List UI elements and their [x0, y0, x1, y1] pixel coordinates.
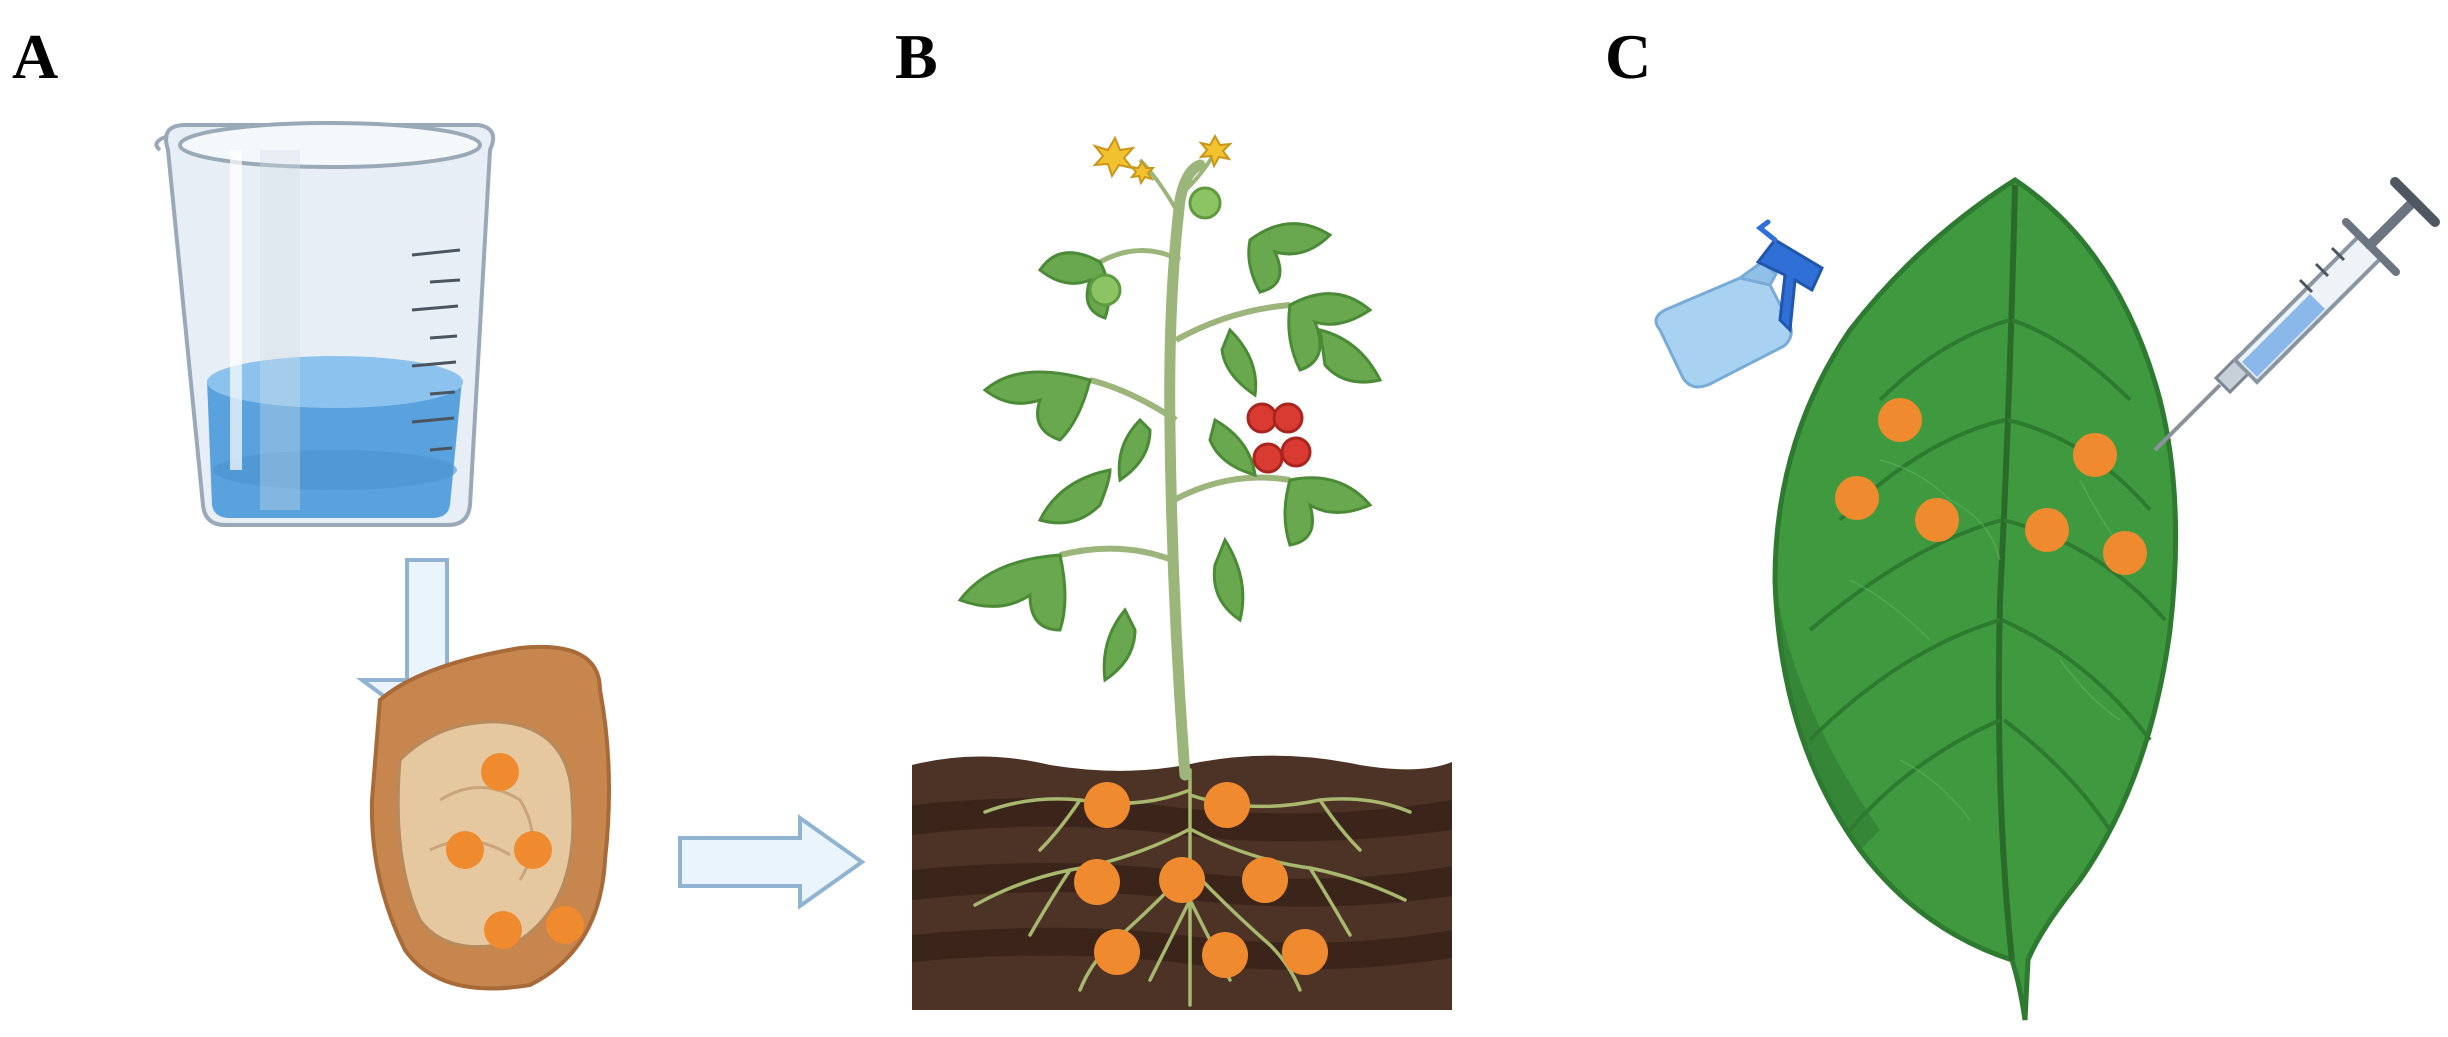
panel-b: B [895, 21, 1452, 1010]
root-spot [1159, 857, 1205, 903]
syringe-icon [2153, 177, 2440, 452]
tomato-plant-icon [957, 133, 1383, 781]
red-tomato-cluster [1246, 402, 1312, 474]
seed-spot [484, 911, 522, 949]
leaf-spot [1878, 398, 1922, 442]
panel-c-label: C [1605, 21, 1651, 92]
root-spot [1202, 932, 1248, 978]
spray-bottle-icon [1654, 219, 1824, 389]
root-spot [1282, 929, 1328, 975]
leaf-spot [2073, 433, 2117, 477]
root-spots [1074, 782, 1328, 978]
seed-icon [369, 645, 611, 991]
panel-a-label: A [12, 21, 58, 92]
beaker-icon [154, 121, 495, 527]
right-arrow-icon [678, 814, 866, 910]
green-tomato [1188, 186, 1222, 220]
panel-a: A [12, 21, 866, 991]
leaf-spot [1835, 476, 1879, 520]
leaf-spot [2103, 531, 2147, 575]
syringe-liquid [2242, 294, 2325, 377]
root-spot [1074, 859, 1120, 905]
green-tomato [1088, 273, 1122, 307]
root-spot [1094, 929, 1140, 975]
beaker-water-surface [207, 356, 463, 408]
panel-b-label: B [895, 21, 938, 92]
seed-spot [514, 831, 552, 869]
beaker-graduations [411, 248, 461, 452]
panel-c: C [1605, 21, 2440, 1021]
root-system [973, 768, 1412, 1007]
leaf-icon [1772, 177, 2179, 1021]
seed-spot [546, 906, 584, 944]
root-spot [1242, 857, 1288, 903]
root-spot [1204, 782, 1250, 828]
leaf-spot [1915, 498, 1959, 542]
flower-icon [1092, 133, 1233, 186]
seed-spot [446, 831, 484, 869]
leaf-spot [2025, 508, 2069, 552]
root-spot [1084, 782, 1130, 828]
seed-spot [481, 753, 519, 791]
